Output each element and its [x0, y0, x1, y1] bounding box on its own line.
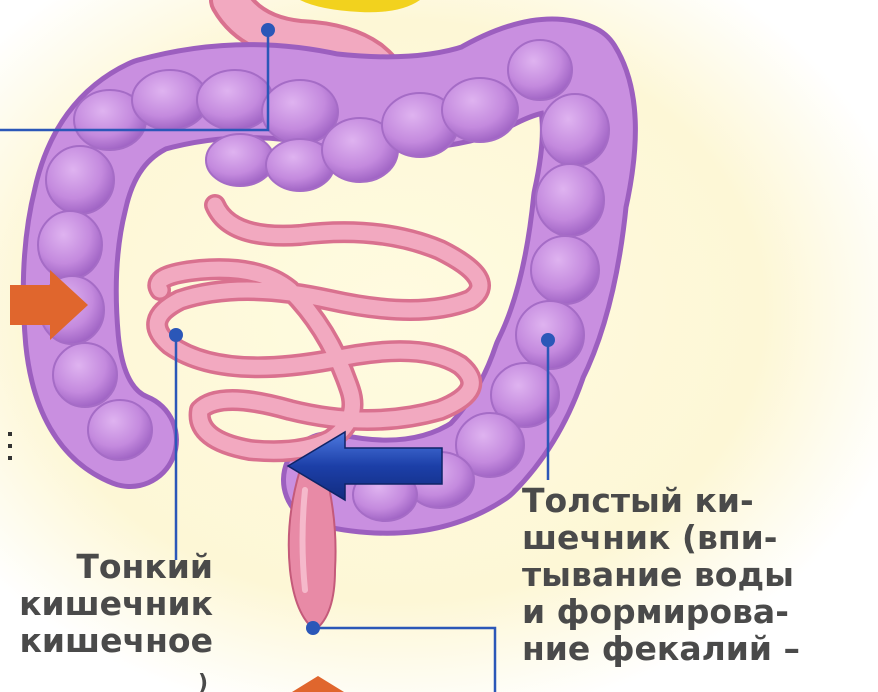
- large-intestine-label: Толстый ки- шечник (впи- тывание воды и …: [522, 482, 800, 667]
- large-label-line-5: ние фекалий –: [522, 630, 800, 667]
- small-intestine-label: Тонкий кишечник кишечное: [8, 548, 213, 659]
- large-label-line-2: шечник (впи-: [522, 519, 800, 556]
- small-label-paren: ): [198, 674, 208, 692]
- large-label-line-4: и формирова-: [522, 593, 800, 630]
- large-label-line-1: Толстый ки-: [522, 482, 800, 519]
- small-label-line-2: кишечник: [8, 585, 213, 622]
- small-label-line-3: кишечное: [8, 622, 213, 659]
- large-label-line-3: тывание воды: [522, 556, 800, 593]
- small-label-line-1: Тонкий: [8, 548, 213, 585]
